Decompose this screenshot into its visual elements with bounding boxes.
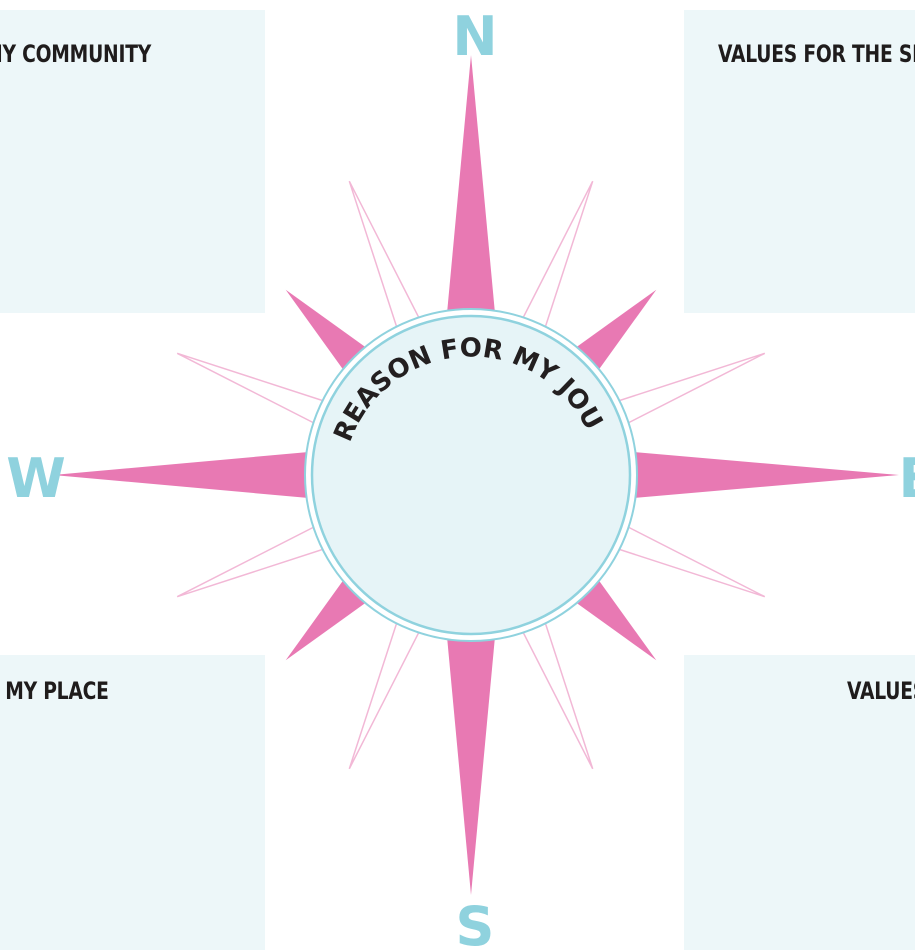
compass-north-label: N [452,5,497,68]
top-left-panel: MY COMMUNITY [0,10,265,313]
bottom-right-panel-title: VALUES [847,677,915,705]
compass-main-points [53,55,899,895]
compass-point-west [53,450,331,500]
compass-west-label: W [6,447,66,510]
bottom-left-panel: MY PLACE [0,655,265,950]
compass-east-label: E [899,447,915,510]
top-right-panel: VALUES FOR THE SELF [684,10,915,313]
top-left-panel-title: MY COMMUNITY [0,40,151,68]
compass-center-circle [310,314,632,636]
compass-south-label: S [456,895,495,950]
compass-point-north [445,55,497,335]
compass-point-south [445,615,497,895]
compass-point-east [611,450,899,500]
bottom-right-panel: VALUES [684,655,915,950]
bottom-left-panel-title: MY PLACE [5,677,110,705]
top-right-panel-title: VALUES FOR THE SELF [718,40,915,68]
